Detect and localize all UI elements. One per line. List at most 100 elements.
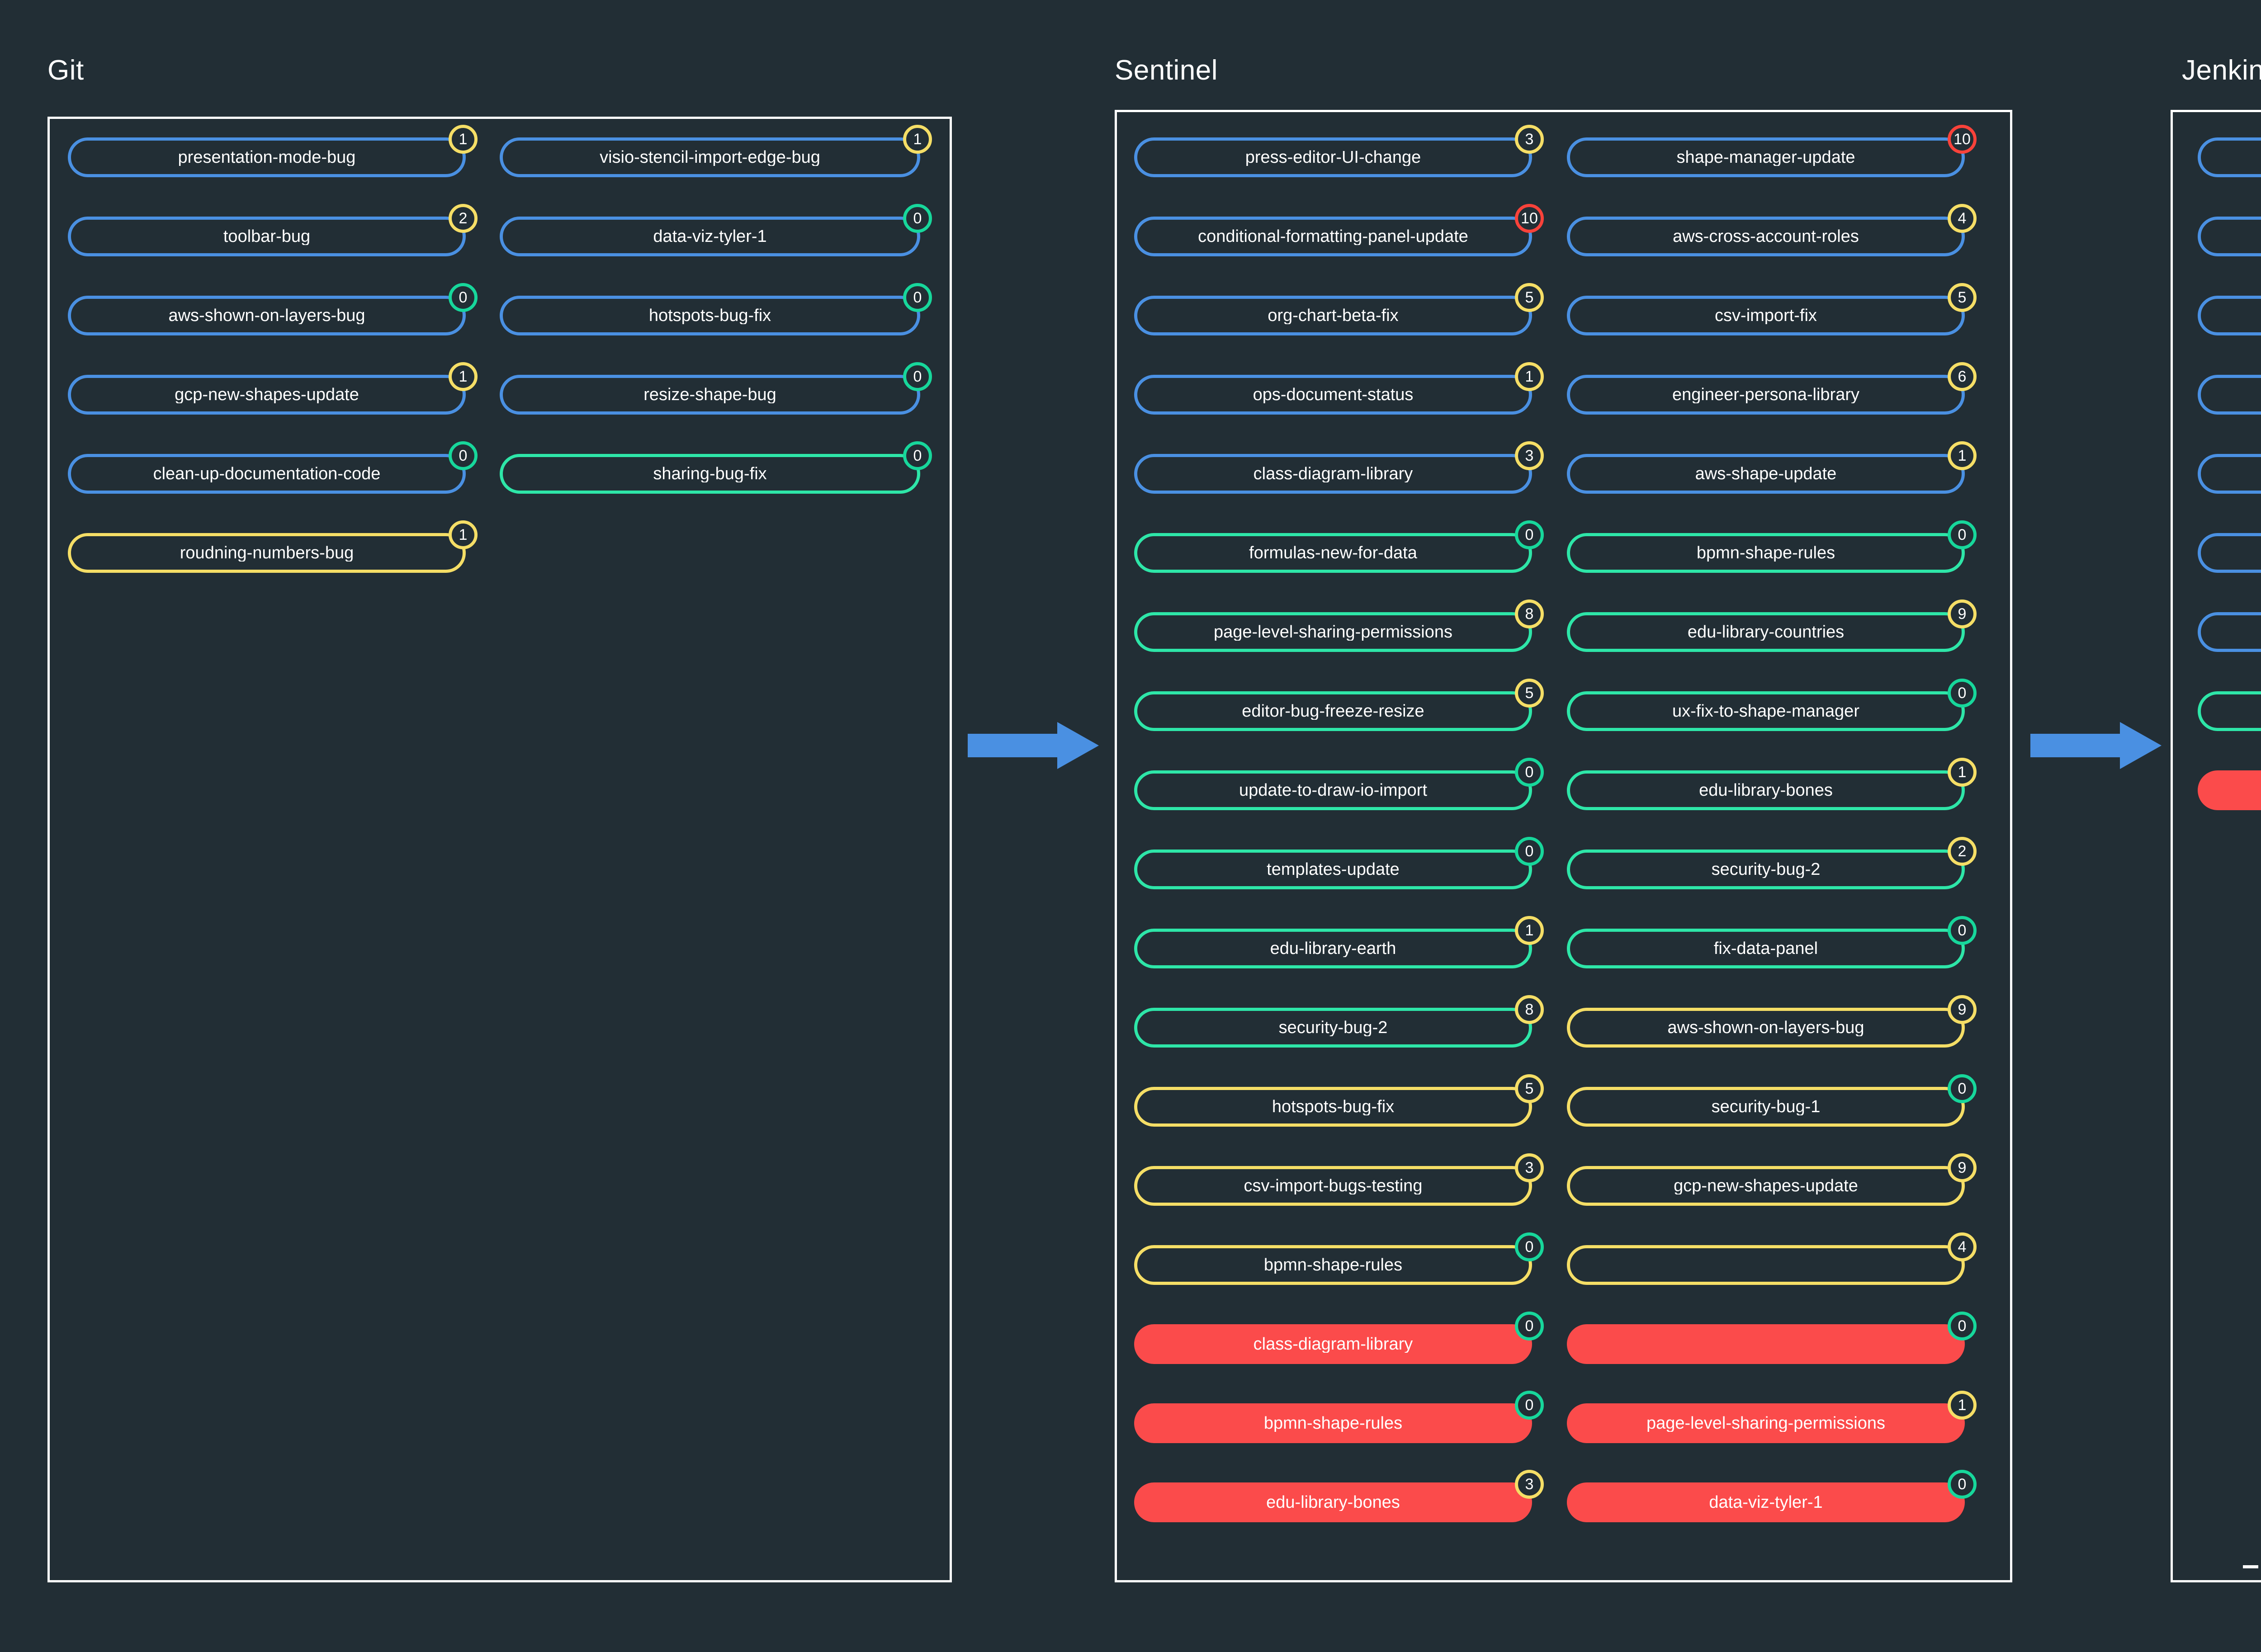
task-card[interactable]: org-chart-beta-fix bbox=[1134, 296, 1532, 335]
task-card[interactable]: fix-data-panel bbox=[2198, 296, 2261, 335]
task-card-label: class-diagram-library bbox=[1253, 1336, 1413, 1353]
task-card-label: data-viz-tyler-1 bbox=[653, 228, 767, 245]
task-card-label: security-bug-1 bbox=[1711, 1098, 1821, 1115]
task-card-label: class-diagram-library bbox=[1253, 465, 1413, 482]
task-card-label: security-bug-2 bbox=[1278, 1019, 1388, 1036]
task-card-label: presentation-mode-bug bbox=[178, 149, 356, 166]
task-card[interactable]: roudning-numbers-bug bbox=[68, 533, 466, 573]
task-card-count-badge: 1 bbox=[1515, 362, 1544, 391]
task-card-count-badge: 0 bbox=[903, 362, 932, 391]
task-card[interactable]: aws-shown-on-layers-bug bbox=[2198, 375, 2261, 415]
task-card-count-badge: 0 bbox=[903, 441, 932, 470]
task-card[interactable]: hotspot-link-to-page-fix bbox=[2198, 770, 2261, 810]
task-card[interactable]: press-editor-UI-change bbox=[1134, 137, 1532, 177]
task-card[interactable] bbox=[1567, 1245, 1965, 1285]
task-card[interactable]: update-to-draw-io-import bbox=[1134, 770, 1532, 810]
task-card[interactable]: bpmn-shape-rules bbox=[1134, 1245, 1532, 1285]
task-card-label: ux-fix-to-shape-manager bbox=[1672, 703, 1859, 720]
task-card[interactable]: sharing-bug-fix bbox=[500, 454, 920, 494]
task-card-label: update-to-draw-io-import bbox=[1239, 782, 1428, 799]
task-card-count-badge: 1 bbox=[449, 520, 478, 549]
task-card[interactable]: presentation-mode-bug bbox=[68, 137, 466, 177]
task-card-label: clean-up-documentation-code bbox=[153, 465, 381, 482]
task-card[interactable] bbox=[1567, 1324, 1965, 1364]
arrow-head bbox=[2120, 722, 2162, 769]
task-card-count-badge: 3 bbox=[1515, 125, 1544, 154]
task-card-label: aws-shown-on-layers-bug bbox=[1667, 1019, 1864, 1036]
task-card[interactable]: aws-cross-account-roles bbox=[1567, 217, 1965, 256]
task-card-label: press-editor-UI-change bbox=[1245, 149, 1421, 166]
task-card[interactable]: fix-data-panel bbox=[1567, 929, 1965, 968]
task-card-label: ops-document-status bbox=[1253, 386, 1414, 403]
task-card[interactable]: ux-fix-to-shape-manager bbox=[1567, 691, 1965, 731]
task-card[interactable]: conditional-formatting-update bbox=[2198, 691, 2261, 731]
lane-frame-git bbox=[47, 117, 952, 1582]
task-card-label: security-bug-2 bbox=[1711, 861, 1821, 878]
task-card[interactable]: shape-manager-update bbox=[1567, 137, 1965, 177]
task-card[interactable]: aws-shown-on-layers-bug bbox=[1567, 1008, 1965, 1048]
task-card[interactable]: gcp-new-shapes-update bbox=[1567, 1166, 1965, 1206]
arrow-sentinel-to-jenkins bbox=[2030, 722, 2162, 769]
task-card[interactable]: security-bug-2 bbox=[1134, 1008, 1532, 1048]
task-card-count-badge: 8 bbox=[1515, 995, 1544, 1024]
task-card[interactable]: data-viz-tyler-1 bbox=[2198, 217, 2261, 256]
task-card[interactable]: data-viz-tyler-1 bbox=[1567, 1482, 1965, 1522]
task-card-label: bpmn-shape-rules bbox=[1263, 1256, 1403, 1274]
task-card[interactable]: security-bug-2 bbox=[2198, 612, 2261, 652]
task-card[interactable]: aws-shown-on-layers-bug bbox=[68, 296, 466, 335]
task-card[interactable]: page-level-sharing-permissions bbox=[2198, 137, 2261, 177]
task-card[interactable]: gcp-new-shapes-update bbox=[68, 375, 466, 415]
task-card[interactable]: bpmn-shape-rules bbox=[1567, 533, 1965, 573]
task-card-count-badge: 0 bbox=[1515, 758, 1544, 787]
task-card-label: formulas-new-for-data bbox=[1249, 544, 1417, 562]
task-card[interactable]: page-level-sharing-permissions bbox=[1134, 612, 1532, 652]
task-card[interactable]: ops-document-status bbox=[1134, 375, 1532, 415]
task-card-count-badge: 9 bbox=[1948, 599, 1977, 628]
task-card[interactable]: class-diagram-library bbox=[1134, 1324, 1532, 1364]
arrow-shaft bbox=[968, 734, 1058, 757]
task-card[interactable]: toolbar-bug bbox=[68, 217, 466, 256]
task-card[interactable]: templates-update bbox=[2198, 533, 2261, 573]
task-card[interactable]: edu-library-earth bbox=[1134, 929, 1532, 968]
task-card-count-badge: 1 bbox=[449, 125, 478, 154]
task-card[interactable]: edu-library-bones bbox=[1567, 770, 1965, 810]
task-card[interactable]: templates-update bbox=[1134, 850, 1532, 889]
task-card[interactable]: data-viz-tyler-1 bbox=[500, 217, 920, 256]
task-card[interactable]: formulas-new-for-data bbox=[1134, 533, 1532, 573]
task-card[interactable]: class-diagram-library bbox=[1134, 454, 1532, 494]
task-card[interactable]: csv-import-bugs-testing bbox=[1134, 1166, 1532, 1206]
task-card[interactable]: security-bug-2 bbox=[1567, 850, 1965, 889]
task-card-count-badge: 10 bbox=[1948, 125, 1977, 154]
task-card-label: resize-shape-bug bbox=[643, 386, 776, 403]
task-card-count-badge: 0 bbox=[449, 283, 478, 312]
task-card[interactable]: edu-library-countries bbox=[1567, 612, 1965, 652]
task-card[interactable]: csv-import-fix bbox=[1567, 296, 1965, 335]
task-card-count-badge: 4 bbox=[1948, 204, 1977, 233]
task-card-count-badge: 2 bbox=[449, 204, 478, 233]
task-card-label: page-level-sharing-permissions bbox=[1213, 623, 1452, 641]
task-card-count-badge: 0 bbox=[1515, 1232, 1544, 1261]
task-card-count-badge: 6 bbox=[1948, 362, 1977, 391]
task-card-label: data-viz-tyler-1 bbox=[1709, 1494, 1823, 1511]
task-card[interactable]: bpmn-shape-rules bbox=[1134, 1403, 1532, 1443]
task-card-count-badge: 3 bbox=[1515, 1470, 1544, 1499]
task-card[interactable]: engineer-persona-library bbox=[1567, 375, 1965, 415]
task-card-count-badge: 0 bbox=[1515, 837, 1544, 866]
task-card[interactable]: editor-bug-freeze-resize bbox=[1134, 691, 1532, 731]
task-card[interactable]: aws-shape-update bbox=[1567, 454, 1965, 494]
task-card-count-badge: 5 bbox=[1515, 1074, 1544, 1103]
task-card[interactable]: conditional-formatting-panel-update bbox=[1134, 217, 1532, 256]
task-card[interactable]: resize-shape-bug bbox=[500, 375, 920, 415]
task-card[interactable]: hotspots-bug-fix bbox=[1134, 1087, 1532, 1127]
task-card-count-badge: 1 bbox=[1515, 916, 1544, 945]
task-card-label: fix-data-panel bbox=[1713, 940, 1818, 957]
task-card[interactable]: security-bug-1 bbox=[1567, 1087, 1965, 1127]
task-card[interactable]: hotspots-bug-fix bbox=[500, 296, 920, 335]
task-card[interactable]: clean-up-documentation-code bbox=[68, 454, 466, 494]
task-card[interactable]: visio-stencil-import-edge-bug bbox=[500, 137, 920, 177]
task-card-count-badge: 0 bbox=[1948, 1312, 1977, 1340]
task-card[interactable]: page-level-sharing-permissions bbox=[1567, 1403, 1965, 1443]
task-card[interactable]: edu-library-bones bbox=[1134, 1482, 1532, 1522]
task-card[interactable]: edu-library-bones bbox=[2198, 454, 2261, 494]
task-card-label: bpmn-shape-rules bbox=[1263, 1415, 1403, 1432]
